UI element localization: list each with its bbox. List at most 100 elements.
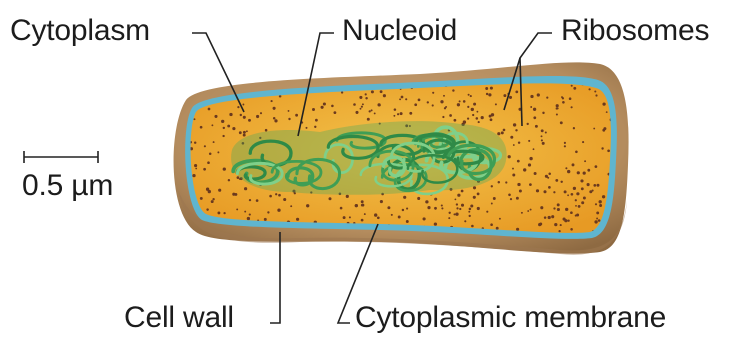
ribosome-dot [530,209,532,211]
ribosome-dot [434,222,437,225]
ribosome-dot [583,197,586,200]
ribosome-dot [468,211,470,213]
ribosome-dot [374,213,377,216]
ribosome-dot [533,116,536,119]
ribosome-dot [367,118,370,121]
ribosome-dot [577,171,580,174]
ribosome-dot [432,104,434,106]
ribosome-dot [306,127,308,129]
ribosome-dot [595,94,597,96]
ribosome-dot [596,211,599,214]
ribosome-dot [599,200,602,203]
ribosome-dot [573,87,576,90]
ribosome-dot [393,115,395,117]
ribosome-dot [377,103,380,106]
ribosome-dot [594,220,597,223]
ribosome-dot [581,187,584,190]
ribosome-dot [463,100,466,103]
ribosome-dot [508,193,511,196]
ribosome-dot [223,167,226,170]
ribosome-dot [535,125,538,128]
ribosome-dot [402,209,404,211]
ribosome-dot [195,168,197,170]
ribosome-dot [371,109,373,111]
ribosome-dot [567,194,569,196]
ribosome-dot [595,165,598,168]
ribosome-dot [265,129,268,132]
ribosome-dot [361,204,364,207]
ribosome-dot [470,95,472,97]
ribosome-dot [498,181,500,183]
ribosome-dot [472,114,474,116]
ribosome-dot [365,93,367,95]
ribosome-dot [423,217,426,220]
ribosome-dot [237,106,239,108]
ribosome-dot [576,192,579,195]
ribosome-dot [515,129,517,131]
ribosome-dot [208,108,211,111]
ribosome-dot [599,204,602,207]
ribosome-dot [394,108,397,111]
ribosome-dot [278,194,281,197]
ribosome-dot [355,204,358,207]
ribosome-dot [476,117,479,120]
ribosome-dot [240,114,242,116]
ribosome-dot [452,89,454,91]
ribosome-dot [512,168,514,170]
ribosome-dot [365,97,367,99]
ribosome-dot [530,106,532,108]
ribosome-dot [249,214,251,216]
ribosome-dot [565,208,568,211]
ribosome-dot [530,95,533,98]
ribosome-dot [560,224,562,226]
ribosome-dot [405,98,407,100]
ribosome-dot [203,168,206,171]
ribosome-dot [512,174,515,177]
ribosome-dot [521,212,523,214]
ribosome-dot [556,113,558,115]
ribosome-dot [513,144,515,146]
ribosome-dot [565,167,567,169]
ribosome-dot [461,204,464,207]
ribosome-dot [527,210,529,212]
ribosome-dot [456,203,458,205]
ribosome-dot [510,198,512,200]
ribosome-dot [551,215,554,218]
ribosome-dot [212,198,214,200]
cytoplasmic-membrane-label: Cytoplasmic membrane [355,301,666,335]
ribosome-dot [570,211,573,214]
ribosome-dot [497,132,500,135]
ribosome-dot [455,213,458,216]
ribosome-dot [488,93,491,96]
ribosome-dot [403,196,406,199]
ribosome-dot [540,206,543,209]
ribosome-dot [476,111,478,113]
nucleoid-label: Nucleoid [342,14,457,48]
ribosome-dot [360,108,362,110]
ribosome-dot [470,204,473,207]
ribosome-dot [427,206,430,209]
ribosome-dot [414,103,417,106]
ribosome-dot [567,220,569,222]
ribosome-dot [441,204,443,206]
ribosome-dot [486,93,488,95]
ribosome-dot [515,91,518,94]
ribosome-dot [501,131,504,134]
ribosome-dot [243,131,246,134]
ribosome-dot [548,173,551,176]
ribosome-dot [469,208,472,211]
ribosome-dot [267,211,269,213]
ribosome-dot [248,119,251,122]
ribosome-dot [380,200,383,203]
ribosome-dot [499,218,501,220]
ribosome-dot [573,187,576,190]
ribosome-dot [461,190,464,193]
ribosome-dot [477,193,480,196]
ribosome-dot [331,105,334,108]
ribosome-dot [377,216,380,219]
ribosome-dot [232,127,235,130]
ribosome-dot [200,126,203,129]
ribosome-dot [503,129,506,132]
ribosome-dot [459,208,461,210]
ribosome-dot [541,129,544,132]
